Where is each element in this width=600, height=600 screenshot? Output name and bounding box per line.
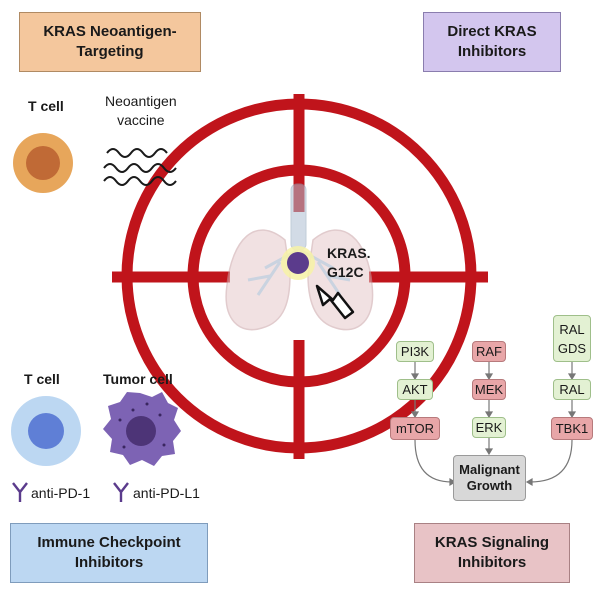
kras-g12c-label: KRAS. G12C <box>327 245 371 280</box>
checkpoint-t-cell-nucleus-icon <box>28 413 64 449</box>
pathway-arrows <box>410 362 577 487</box>
checkpoint-t-cell-label: T cell <box>24 371 60 387</box>
anti-pdl1-label: anti-PD-L1 <box>133 485 200 501</box>
anti-pd1-antibody-icon <box>12 482 28 502</box>
lungs-icon <box>225 183 374 331</box>
tbk1-node: TBK1 <box>551 417 593 440</box>
target-arrow-icon <box>315 284 355 320</box>
raf-node: RAF <box>472 341 506 362</box>
neoantigen-vaccine-icon <box>103 148 177 186</box>
ral-gds-node: RAL GDS <box>553 315 591 362</box>
neoantigen-targeting-title: KRAS Neoantigen- Targeting <box>19 12 201 72</box>
anti-pd1-label: anti-PD-1 <box>31 485 91 501</box>
kras-signaling-inhibitors-title: KRAS Signaling Inhibitors <box>414 523 570 583</box>
mek-node: MEK <box>472 379 506 400</box>
mtor-node: mTOR <box>390 417 440 440</box>
tumor-cell-dots <box>118 402 166 449</box>
pi3k-node: PI3K <box>396 341 434 362</box>
tumor-cell-label: Tumor cell <box>103 371 173 387</box>
t-cell-nucleus-icon <box>26 146 60 180</box>
neoantigen-vaccine-label: Neoantigen vaccine <box>105 93 177 128</box>
tumor-cell-nucleus-icon <box>126 416 156 446</box>
tumor-icon <box>287 252 309 274</box>
erk-node: ERK <box>472 417 506 438</box>
akt-node: AKT <box>397 379 433 400</box>
malignant-growth-node: Malignant Growth <box>453 455 526 501</box>
crosshair-target <box>112 94 488 459</box>
ral-node: RAL <box>553 379 591 400</box>
anti-pdl1-antibody-icon <box>113 482 129 502</box>
direct-kras-inhibitors-title: Direct KRAS Inhibitors <box>423 12 561 72</box>
t-cell-label: T cell <box>28 98 64 114</box>
immune-checkpoint-inhibitors-title: Immune Checkpoint Inhibitors <box>10 523 208 583</box>
